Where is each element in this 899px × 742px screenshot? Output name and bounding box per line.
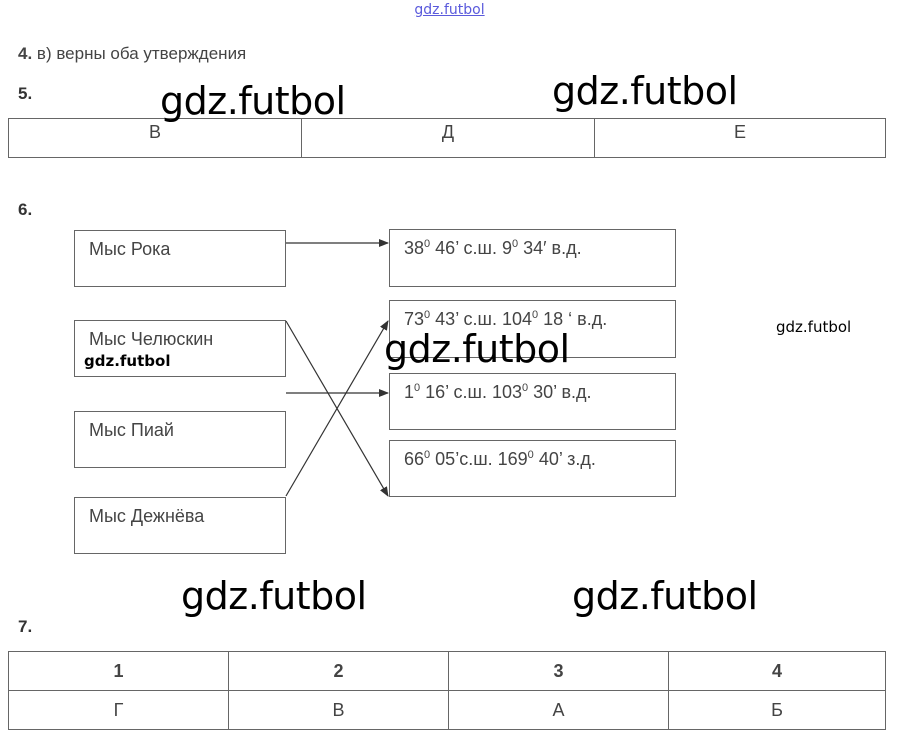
table-row: В Д Е: [8, 118, 886, 158]
question-7-table: 1 2 3 4 Г В А Б: [8, 651, 886, 730]
table-cell: Г: [8, 690, 229, 730]
table-header-cell: 2: [228, 651, 449, 691]
watermark: gdz.futbol: [84, 352, 171, 370]
coord-label: 660 05’с.ш. 1690 40’ з.д.: [404, 449, 596, 469]
watermark: gdz.futbol: [384, 327, 570, 371]
coord-box-1: 380 46’ с.ш. 90 34′ в.д.: [389, 229, 676, 287]
table-cell: В: [228, 690, 449, 730]
site-link[interactable]: gdz.futbol: [414, 2, 485, 18]
watermark: gdz.futbol: [572, 574, 758, 618]
coord-box-3: 10 16’ с.ш. 1030 30’ в.д.: [389, 373, 676, 430]
cape-label: Мыс Рока: [89, 239, 171, 259]
question-5-number: 5.: [18, 84, 33, 103]
table-cell: В: [8, 118, 302, 158]
coord-label: 10 16’ с.ш. 1030 30’ в.д.: [404, 382, 592, 402]
question-7-number: 7.: [18, 617, 33, 636]
table-row: 1 2 3 4: [8, 651, 886, 691]
table-header-cell: 3: [448, 651, 669, 691]
table-header-cell: 4: [668, 651, 886, 691]
cape-box-roca: Мыс Рока: [74, 230, 286, 287]
watermark: gdz.futbol: [181, 574, 367, 618]
coord-label: 730 43’ с.ш. 1040 18 ‘ в.д.: [404, 309, 608, 329]
coord-box-2: 730 43’ с.ш. 1040 18 ‘ в.д.: [389, 300, 676, 358]
watermark: gdz.futbol: [552, 69, 738, 113]
cape-label: Мыс Челюскин: [89, 329, 214, 349]
cape-box-dezhnev: Мыс Дежнёва: [74, 497, 286, 554]
coord-label: 380 46’ с.ш. 90 34′ в.д.: [404, 238, 582, 258]
watermark: gdz.futbol: [776, 318, 852, 336]
arrow-dezhnev: [285, 320, 389, 497]
table-row: Г В А Б: [8, 690, 886, 730]
cape-label: Мыс Дежнёва: [89, 506, 205, 526]
cape-box-chelyuskin: Мыс Челюскин: [74, 320, 286, 377]
question-4: 4. в) верны оба утверждения: [18, 44, 246, 64]
table-cell: Б: [668, 690, 886, 730]
question-4-number: 4.: [18, 44, 33, 63]
cape-label: Мыс Пиай: [89, 420, 174, 440]
table-cell: Д: [301, 118, 595, 158]
question-4-answer: в) верны оба утверждения: [36, 44, 247, 63]
cape-box-piai: Мыс Пиай: [74, 411, 286, 468]
table-cell: Е: [594, 118, 886, 158]
table-header-cell: 1: [8, 651, 229, 691]
question-6-number: 6.: [18, 200, 33, 219]
watermark: gdz.futbol: [160, 79, 346, 123]
table-cell: А: [448, 690, 669, 730]
question-5-table: В Д Е: [8, 118, 886, 158]
coord-box-4: 660 05’с.ш. 1690 40’ з.д.: [389, 440, 676, 497]
